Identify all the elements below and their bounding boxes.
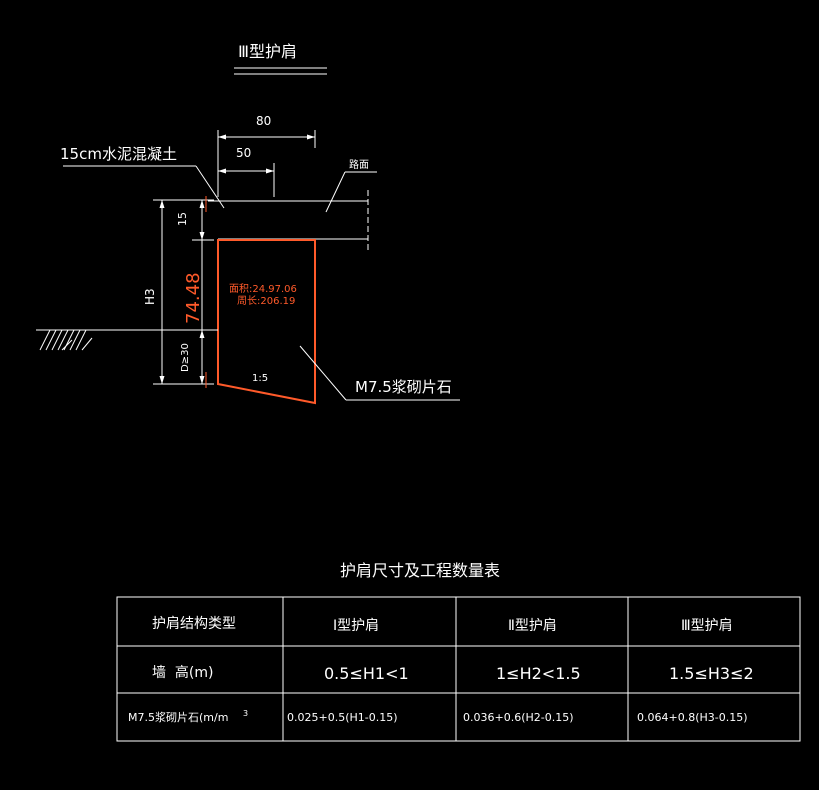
table-row-masonry-label: M7.5浆砌片石(m/m <box>128 710 228 724</box>
concrete-label: 15cm水泥混凝土 <box>60 145 177 163</box>
road-leader-d <box>325 171 346 213</box>
table-row-height-1: 0.5≤H1<1 <box>324 664 409 683</box>
table-row-masonry-1: 0.025+0.5(H1-0.15) <box>287 711 398 724</box>
arrow-h3-top <box>159 200 165 208</box>
arrow-15-bottom <box>199 232 205 240</box>
table-header-type-1: Ⅰ型护肩 <box>333 618 379 634</box>
arrow-d-bottom <box>199 376 205 384</box>
table-row-height-label: 墙 高(m) <box>152 664 213 681</box>
table-row-masonry-3: 0.064+0.8(H3-0.15) <box>637 711 748 724</box>
table-row-masonry-superscript: 3 <box>243 709 248 718</box>
arrow-50-left <box>218 168 226 174</box>
arrow-50-right <box>266 168 274 174</box>
table-header-type-2: Ⅱ型护肩 <box>508 618 557 634</box>
masonry-leader-d <box>299 345 347 401</box>
arrow-15-top <box>199 200 205 208</box>
table-row-height-2: 1≤H2<1.5 <box>496 664 581 683</box>
drawing-title: Ⅲ型护肩 <box>238 42 297 61</box>
road-label: 路面 <box>349 158 369 171</box>
dim-h3-label: H3 <box>143 288 157 305</box>
arrow-80-left <box>218 134 226 140</box>
table-row-masonry-2: 0.036+0.6(H2-0.15) <box>463 711 574 724</box>
perimeter-text: 周长:206.19 <box>237 295 295 307</box>
dim-80-label: 80 <box>256 114 271 128</box>
concrete-leader-d <box>195 165 225 209</box>
arrow-d-top <box>199 330 205 338</box>
ground-hatch <box>39 329 93 351</box>
dim-d-label: D≥30 <box>180 343 191 372</box>
slope-label: 1:5 <box>252 373 268 384</box>
table-caption: 护肩尺寸及工程数量表 <box>340 561 500 580</box>
orange-dim-label: 74.48 <box>183 272 204 324</box>
table-row-height-3: 1.5≤H3≤2 <box>669 664 754 683</box>
table-header-type: 护肩结构类型 <box>152 616 236 632</box>
arrow-80-right <box>307 134 315 140</box>
dim-50-label: 50 <box>236 146 251 160</box>
quantity-table-grid <box>116 596 801 742</box>
table-header-type-3: Ⅲ型护肩 <box>681 618 733 634</box>
masonry-label: M7.5浆砌片石 <box>355 378 452 396</box>
area-text: 面积:24.97.06 <box>229 283 297 295</box>
arrow-h3-bottom <box>159 376 165 384</box>
masonry-wall-outline <box>217 239 316 405</box>
dim-15-label: 15 <box>176 212 189 226</box>
